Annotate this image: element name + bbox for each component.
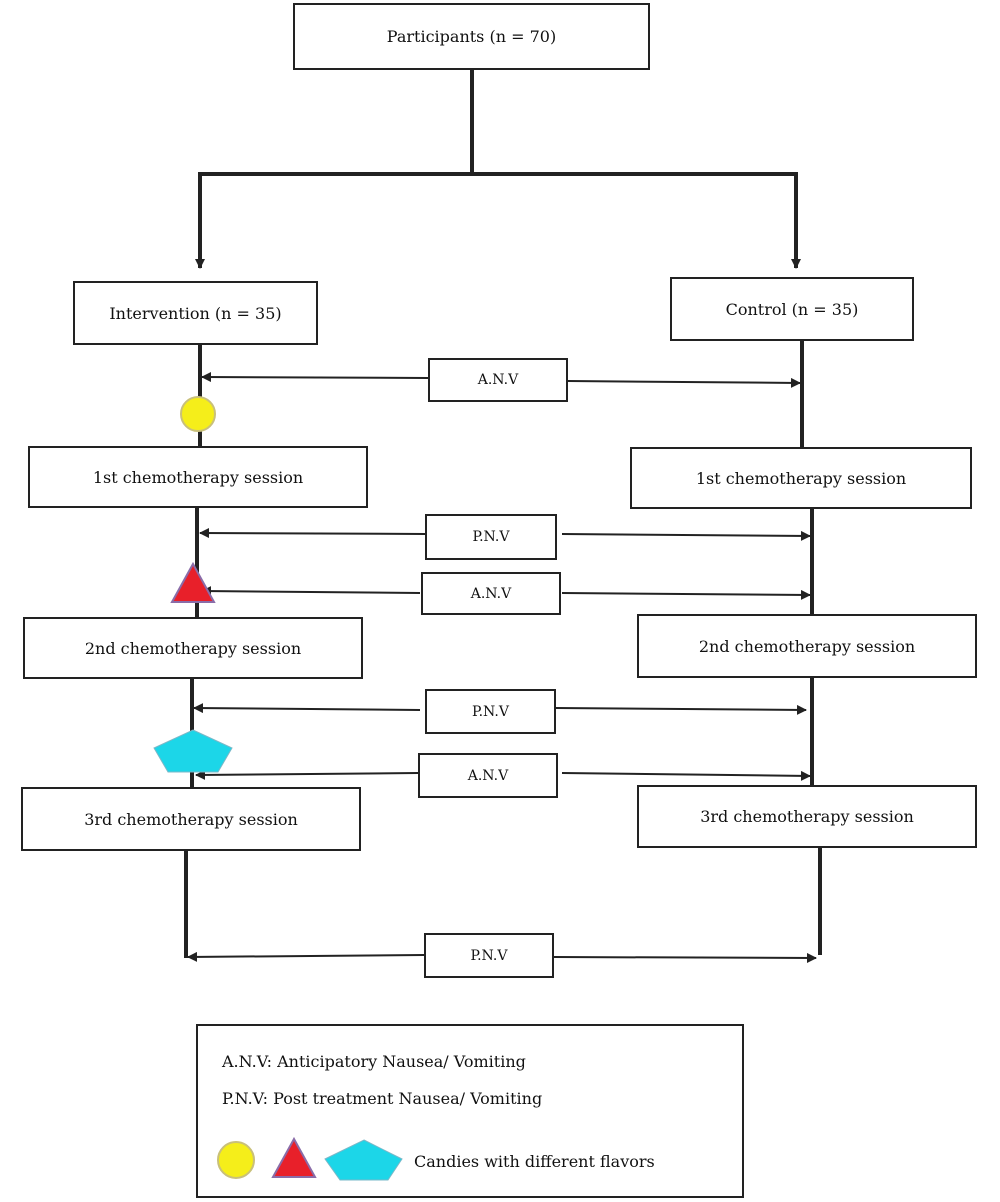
intervention-session-1: 1st chemotherapy session xyxy=(28,446,368,508)
participants-box: Participants (n = 70) xyxy=(293,3,650,70)
session-label: 1st chemotherapy session xyxy=(695,468,907,488)
control-label: Control (n = 35) xyxy=(725,299,859,319)
participants-label: Participants (n = 70) xyxy=(386,27,557,46)
anv-label: A.N.V xyxy=(467,767,509,784)
legend-anv: A.N.V: Anticipatory Nausea/ Vomiting xyxy=(222,1052,526,1071)
pnv-box: P.N.V xyxy=(424,933,554,978)
yellow-circle-icon xyxy=(217,1141,255,1179)
intervention-box: Intervention (n = 35) xyxy=(73,281,318,345)
pnv-label: P.N.V xyxy=(472,703,509,720)
yellow-circle-icon xyxy=(180,396,216,432)
legend-candies: Candies with different flavors xyxy=(414,1152,655,1171)
session-label: 3rd chemotherapy session xyxy=(700,807,914,826)
pnv-label: P.N.V xyxy=(470,947,508,964)
red-triangle-icon xyxy=(271,1136,317,1178)
pnv-box: P.N.V xyxy=(425,689,556,734)
cyan-pentagon-icon xyxy=(153,729,233,773)
anv-label: A.N.V xyxy=(470,585,512,602)
anv-box: A.N.V xyxy=(418,753,558,798)
legend-box: A.N.V: Anticipatory Nausea/ Vomiting P.N… xyxy=(196,1024,744,1198)
control-box: Control (n = 35) xyxy=(670,277,914,341)
anv-label: A.N.V xyxy=(477,372,519,388)
session-label: 2nd chemotherapy session xyxy=(84,638,302,658)
pnv-label: P.N.V xyxy=(472,529,510,545)
legend-candy-icons xyxy=(217,1136,403,1181)
session-label: 3rd chemotherapy session xyxy=(84,809,298,829)
anv-box: A.N.V xyxy=(421,572,561,615)
intervention-session-3: 3rd chemotherapy session xyxy=(21,787,361,851)
intervention-label: Intervention (n = 35) xyxy=(109,303,282,323)
session-label: 1st chemotherapy session xyxy=(92,467,304,487)
intervention-session-2: 2nd chemotherapy session xyxy=(23,617,363,679)
control-session-2: 2nd chemotherapy session xyxy=(637,614,977,678)
cyan-pentagon-icon xyxy=(324,1139,403,1181)
legend-pnv: P.N.V: Post treatment Nausea/ Vomiting xyxy=(222,1089,543,1108)
control-session-1: 1st chemotherapy session xyxy=(630,447,972,509)
anv-box: A.N.V xyxy=(428,358,568,402)
red-triangle-icon xyxy=(170,561,216,603)
control-session-3: 3rd chemotherapy session xyxy=(637,785,977,848)
pnv-box: P.N.V xyxy=(425,514,557,560)
session-label: 2nd chemotherapy session xyxy=(698,636,916,656)
